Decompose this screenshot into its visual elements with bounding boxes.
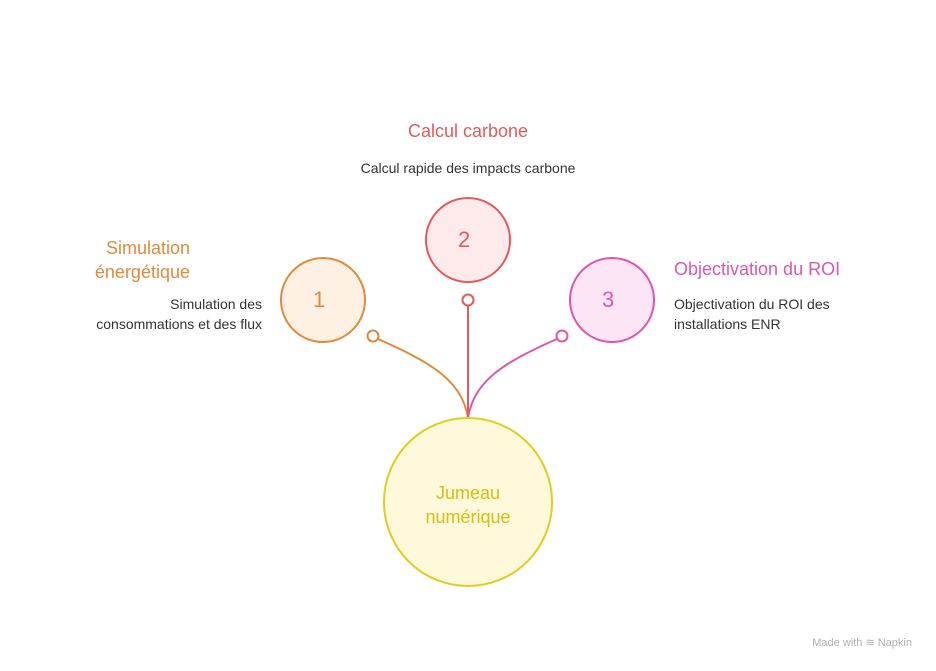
watermark-prefix: Made with [812, 637, 863, 649]
napkin-logo-icon: ≋ [865, 637, 875, 649]
node-number-1: 1 [313, 287, 326, 312]
item-1-title-line2: énergétique [94, 262, 190, 282]
node-circle-2 [425, 197, 511, 283]
item-1-desc: Simulation des consommations et des flux [96, 294, 262, 334]
center-label-line1: Jumeau [435, 483, 501, 503]
item-2-desc: Calcul rapide des impacts carbone [360, 160, 576, 176]
item-3-desc-line2: installations ENR [674, 316, 781, 332]
item-1-desc-line1: Simulation des [170, 296, 262, 312]
item-1-desc-line2: consommations et des flux [96, 316, 262, 332]
watermark-brand: Napkin [877, 637, 912, 649]
node-circle-3 [569, 257, 655, 343]
center-label-line2: numérique [425, 507, 511, 527]
item-3-desc-line1: Objectivation du ROI des [674, 296, 830, 312]
node-circle-1 [280, 257, 366, 343]
connector-dot-2 [461, 293, 475, 307]
item-3-desc: Objectivation du ROI des installations E… [674, 294, 830, 334]
item-3-title: Objectivation du ROI [674, 259, 841, 279]
connector-3 [467, 338, 558, 419]
node-number-3: 3 [602, 287, 615, 312]
connector-dot-1 [366, 329, 380, 343]
item-1-title: Simulation énergétique [95, 236, 190, 284]
connector-1 [377, 338, 469, 419]
connector-dot-3 [555, 329, 569, 343]
node-number-2: 2 [458, 227, 471, 252]
watermark: Made with ≋ Napkin [812, 636, 912, 649]
item-2-title: Calcul carbone [407, 121, 529, 141]
item-1-title-line1: Simulation [105, 238, 190, 258]
center-circle [383, 417, 553, 587]
center-label: Jumeau numérique [384, 481, 552, 529]
